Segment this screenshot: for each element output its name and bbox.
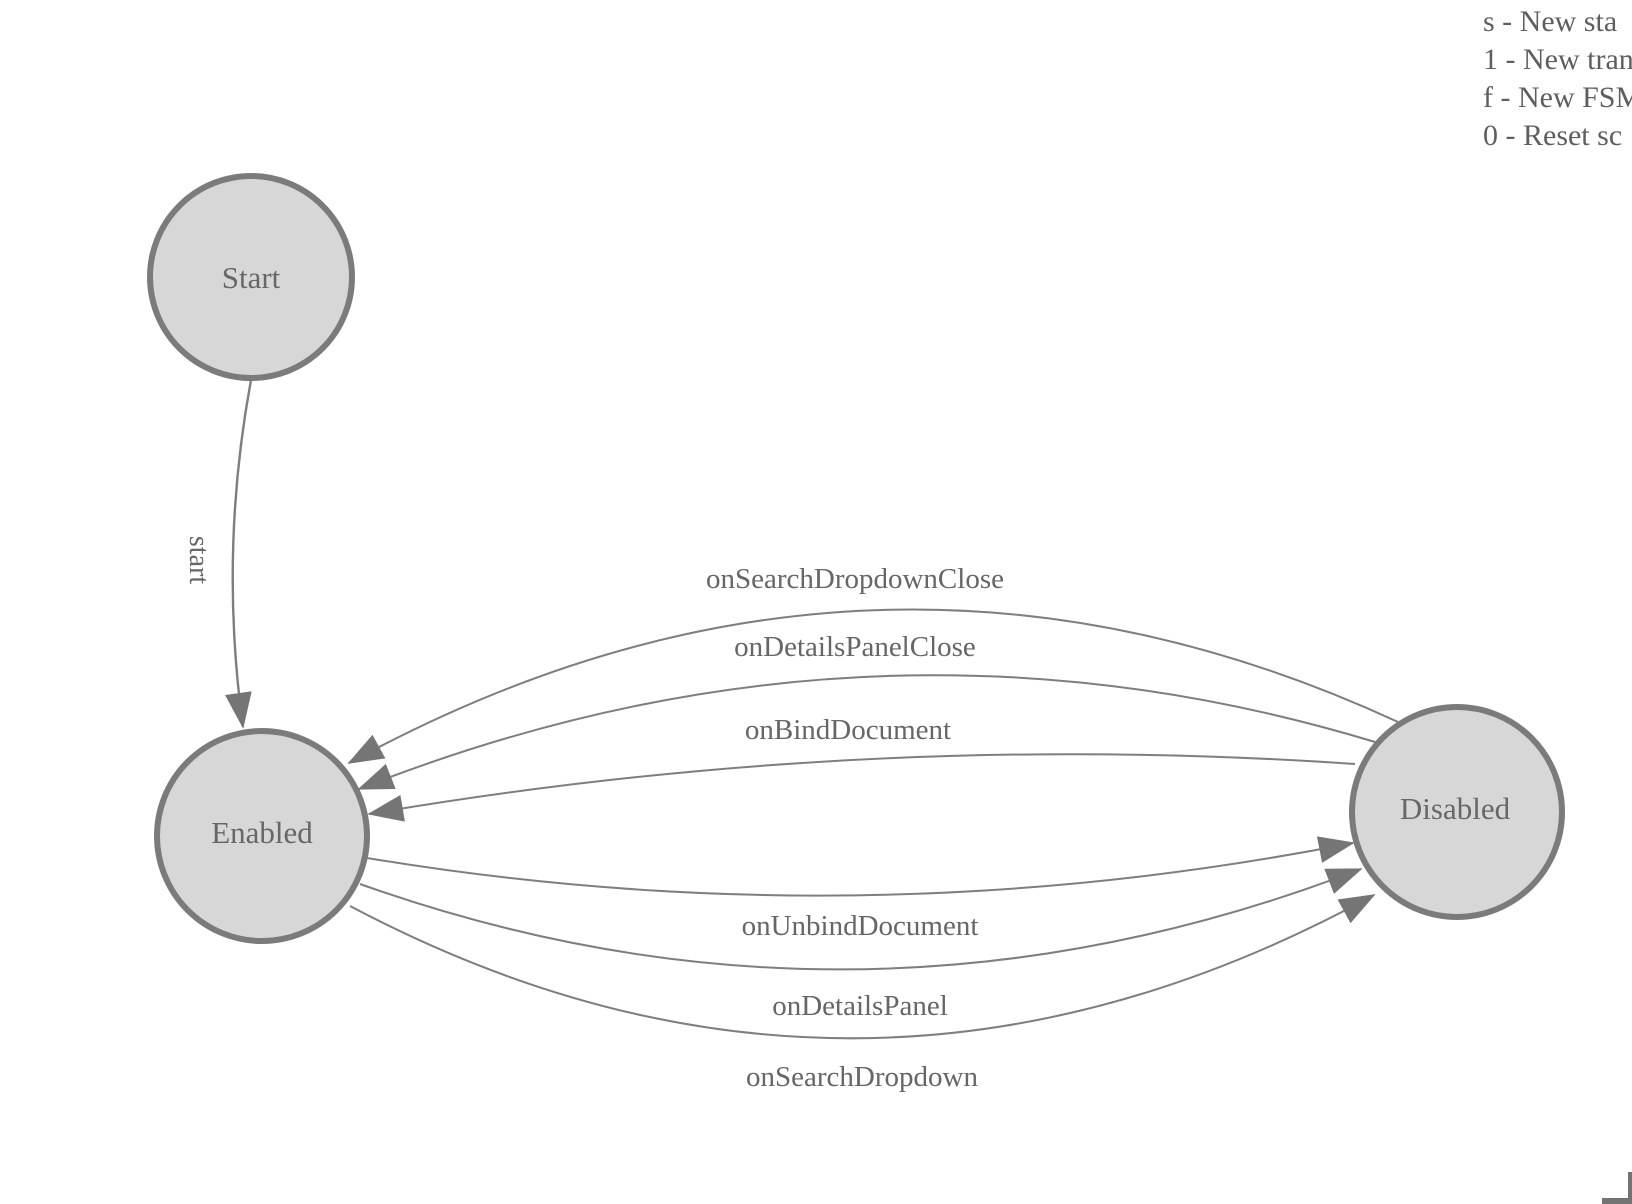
transition-edge-onSearchDropdownClose — [347, 608, 1399, 764]
transition-edge-onDetailsPanel — [359, 868, 1363, 971]
transition-start: start — [183, 379, 253, 729]
state-disabled[interactable]: Disabled — [1349, 704, 1565, 920]
legend: s - New sta 1 - New tran f - New FSM 0 -… — [1483, 3, 1632, 155]
transition-label-onBindDocument: onBindDocument — [745, 714, 951, 746]
state-disabled-circle[interactable] — [1349, 704, 1565, 920]
transition-label-onSearchDropdown: onSearchDropdown — [746, 1061, 978, 1093]
state-start-label: Start — [222, 260, 281, 295]
state-start[interactable]: Start — [147, 173, 355, 381]
transition-onSearchDropdown: onSearchDropdown — [349, 894, 1376, 1093]
state-enabled[interactable]: Enabled — [154, 728, 370, 944]
state-disabled-label: Disabled — [1400, 791, 1511, 826]
state-enabled-circle[interactable] — [154, 728, 370, 944]
transition-label-onSearchDropdownClose: onSearchDropdownClose — [706, 563, 1004, 595]
legend-item-reset: 0 - Reset sc — [1483, 119, 1623, 152]
transition-label-onDetailsPanel: onDetailsPanel — [772, 990, 948, 1022]
corner-shape-vertical — [1628, 1172, 1632, 1204]
transition-onBindDocument: onBindDocument — [367, 714, 1356, 822]
transition-edge-onSearchDropdown — [349, 894, 1376, 1040]
legend-item-new-fsm: f - New FSM — [1483, 81, 1632, 114]
transition-edge-onUnbindDocument — [366, 836, 1355, 897]
transition-edge-onBindDocument — [367, 753, 1356, 822]
transition-onUnbindDocument: onUnbindDocument — [366, 836, 1355, 942]
state-start-circle[interactable] — [147, 173, 355, 381]
state-enabled-label: Enabled — [211, 815, 313, 850]
transition-label-onDetailsPanelClose: onDetailsPanelClose — [734, 631, 976, 663]
transition-label-onUnbindDocument: onUnbindDocument — [742, 910, 979, 942]
transition-edge-onDetailsPanelClose — [357, 674, 1376, 790]
transition-onDetailsPanel: onDetailsPanel — [359, 868, 1363, 1022]
legend-item-new-transition: 1 - New tran — [1483, 43, 1632, 76]
transition-onSearchDropdownClose: onSearchDropdownClose — [347, 563, 1399, 764]
transition-edge-start — [224, 379, 253, 729]
legend-item-new-state: s - New sta — [1483, 5, 1618, 38]
transition-onDetailsPanelClose: onDetailsPanelClose — [357, 631, 1376, 790]
corner-shape-horizontal — [1602, 1198, 1632, 1204]
transition-label-start: start — [183, 536, 214, 584]
